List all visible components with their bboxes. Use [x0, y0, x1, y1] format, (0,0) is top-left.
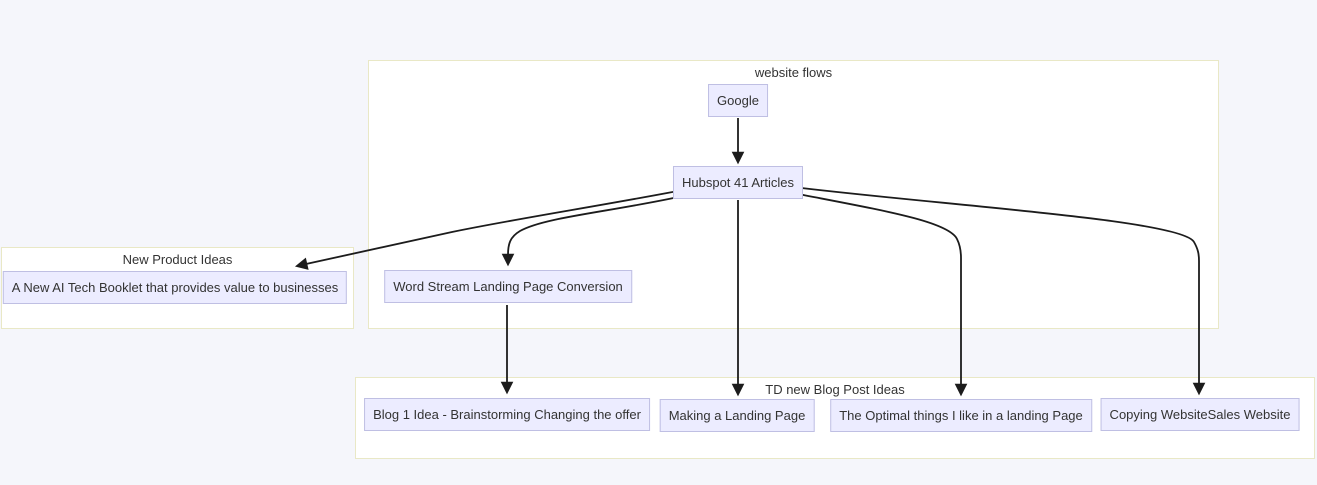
node-making-a-landing-page: Making a Landing Page [659, 399, 815, 432]
node-copying-websitesales-website: Copying WebsiteSales Website [1100, 398, 1300, 431]
node-ai-tech-booklet: A New AI Tech Booklet that provides valu… [2, 271, 348, 304]
node-optimal-things-landing-page: The Optimal things I like in a landing P… [830, 399, 1092, 432]
cluster-td-new-blog-post-ideas-label: TD new Blog Post Ideas [765, 382, 905, 397]
node-hubspot-41-articles: Hubspot 41 Articles [672, 166, 804, 199]
cluster-website-flows-label: website flows [754, 65, 833, 80]
edge-hubspot-to-optimal [792, 192, 968, 397]
edge-hubspot-to-copying [792, 186, 1206, 396]
node-making-a-landing-page-label: Making a Landing Page [668, 408, 806, 423]
cluster-new-product-ideas-label: New Product Ideas [122, 252, 233, 267]
node-google: Google [708, 84, 768, 117]
node-ai-tech-booklet-label: A New AI Tech Booklet that provides valu… [11, 280, 339, 295]
node-word-stream-landing-page-conversion: Word Stream Landing Page Conversion [384, 270, 632, 303]
edge-hubspot-to-wordstream [501, 195, 684, 267]
node-optimal-things-label: The Optimal things I like in a landing P… [839, 408, 1083, 423]
node-hubspot-41-articles-label: Hubspot 41 Articles [681, 175, 795, 190]
node-word-stream-label: Word Stream Landing Page Conversion [393, 279, 623, 294]
node-blog-1-idea: Blog 1 Idea - Brainstorming Changing the… [364, 398, 650, 431]
edge-hubspot-to-booklet [294, 189, 684, 270]
node-blog-1-idea-label: Blog 1 Idea - Brainstorming Changing the… [373, 407, 641, 422]
node-copying-websitesales-label: Copying WebsiteSales Website [1109, 407, 1291, 422]
node-google-label: Google [717, 93, 759, 108]
